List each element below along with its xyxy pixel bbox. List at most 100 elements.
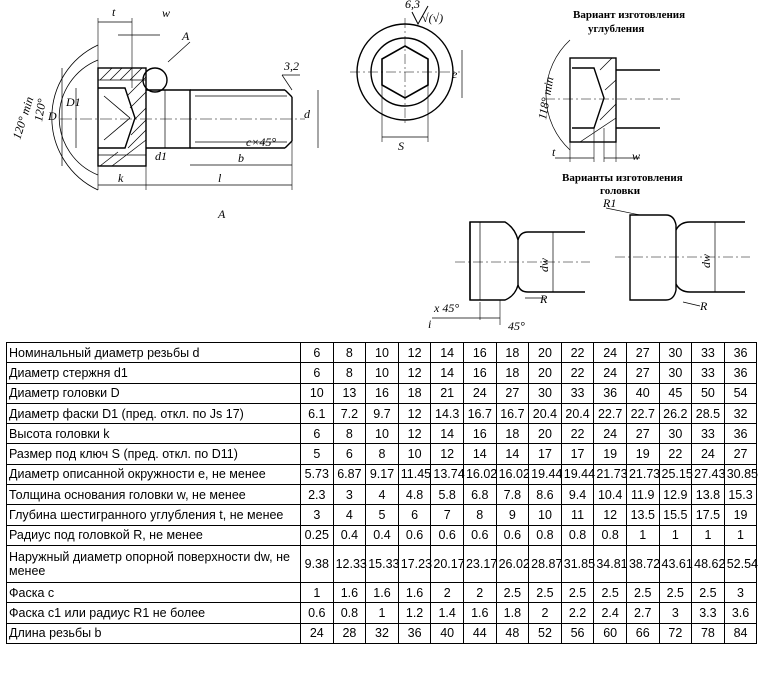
- row-label: Глубина шестигранного углубления t, не м…: [6, 504, 301, 526]
- label-a-top: A: [181, 29, 190, 43]
- table-cell: 32: [365, 622, 399, 644]
- label-a-view: A: [217, 207, 226, 221]
- table-cell: 10: [365, 423, 399, 445]
- label-Rt: R1: [602, 196, 616, 210]
- table-cell: 43.61: [658, 544, 693, 583]
- table-cell: 54: [723, 382, 758, 404]
- label-d1: d1: [155, 149, 167, 163]
- table-cell: 22.7: [625, 402, 660, 425]
- table-cell: 50: [691, 382, 725, 404]
- table-cell: 2.5: [593, 581, 627, 604]
- table-cell: 44: [462, 622, 497, 644]
- table-cell: 48: [495, 622, 530, 644]
- table-cell: 19.44: [528, 463, 562, 486]
- table-cell: 33: [691, 423, 725, 445]
- table-cell: 3: [332, 484, 367, 506]
- table-cell: 40: [625, 382, 660, 404]
- table-cell: 24: [593, 341, 627, 364]
- table-cell: 24: [593, 423, 627, 445]
- table-cell: 2.5: [495, 581, 530, 604]
- table-cell: 14: [430, 341, 464, 364]
- label-45deg: 45°: [508, 319, 525, 333]
- table-cell: 0.25: [300, 524, 334, 546]
- table-cell: 3: [658, 602, 693, 624]
- label-D1: D1: [65, 95, 81, 109]
- table-cell: 24: [691, 443, 725, 465]
- table-cell: 5.8: [430, 484, 464, 506]
- table-cell: 18: [397, 382, 432, 404]
- table-cell: 27: [625, 341, 660, 364]
- table-cell: 14: [430, 362, 464, 384]
- table-cell: 3: [300, 504, 334, 526]
- caption-head-2: головки: [600, 185, 641, 197]
- table-cell: 0.4: [365, 524, 399, 546]
- table-cell: 14: [462, 443, 497, 465]
- table-cell: 30: [658, 362, 693, 384]
- table-cell: 27: [495, 382, 530, 404]
- table-cell: 17.5: [691, 504, 725, 526]
- table-cell: 21.73: [593, 463, 628, 486]
- table-cell: 7.8: [495, 484, 530, 506]
- label-d: d: [304, 107, 311, 121]
- table-cell: 0.6: [300, 602, 334, 624]
- table-cell: 11.45: [397, 463, 432, 486]
- table-cell: 13.5: [625, 504, 660, 526]
- table-cell: 10.4: [593, 484, 627, 506]
- table-cell: 10: [365, 362, 399, 384]
- table-row: Глубина шестигранного углубления t, не м…: [6, 504, 758, 526]
- table-cell: 32: [723, 402, 758, 425]
- table-cell: 15.5: [658, 504, 693, 526]
- label-x45: x 45°: [433, 301, 459, 315]
- table-cell: 8: [365, 443, 399, 465]
- table-cell: 16: [462, 341, 497, 364]
- table-cell: 27: [625, 362, 660, 384]
- table-cell: 0.6: [397, 524, 432, 546]
- table-cell: 20: [528, 341, 562, 364]
- table-cell: 16.02: [495, 463, 530, 486]
- table-cell: 22: [658, 443, 693, 465]
- table-cell: 0.6: [462, 524, 497, 546]
- table-cell: 12: [593, 504, 627, 526]
- table-cell: 12.9: [658, 484, 693, 506]
- label-angle: 120°: [31, 97, 49, 122]
- table-cell: 0.8: [528, 524, 562, 546]
- table-cell: 9: [495, 504, 530, 526]
- table-cell: 18: [495, 341, 530, 364]
- label-recess-angle: 118° min: [535, 76, 556, 121]
- row-label: Фаска c: [6, 581, 301, 604]
- table-cell: 66: [625, 622, 660, 644]
- table-cell: 24: [593, 362, 627, 384]
- table-cell: 4: [332, 504, 367, 526]
- table-cell: 1.6: [397, 581, 432, 604]
- table-cell: 52: [528, 622, 562, 644]
- row-label: Длина резьбы b: [6, 622, 301, 644]
- table-cell: 10: [528, 504, 562, 526]
- table-cell: 6: [397, 504, 432, 526]
- table-cell: 22: [560, 341, 595, 364]
- table-cell: 26.02: [495, 544, 530, 583]
- table-cell: 18: [495, 362, 530, 384]
- table-row: Диаметр описанной окружности e, не менее…: [6, 463, 758, 486]
- table-cell: 0.8: [560, 524, 595, 546]
- table-cell: 14: [430, 423, 464, 445]
- table-cell: 36: [593, 382, 627, 404]
- table-cell: 30.85: [723, 463, 758, 486]
- table-cell: 36: [397, 622, 432, 644]
- table-cell: 16: [365, 382, 399, 404]
- table-cell: 20.4: [560, 402, 595, 425]
- table-cell: 52.54: [723, 544, 758, 583]
- row-label: Фаска c1 или радиус R1 не более: [6, 602, 301, 624]
- table-cell: 12: [397, 341, 432, 364]
- table-cell: 36: [723, 341, 758, 364]
- label-dw1: dw: [537, 258, 551, 272]
- table-cell: 0.8: [332, 602, 367, 624]
- label-R1: R: [539, 292, 548, 306]
- table-cell: 1.4: [430, 602, 464, 624]
